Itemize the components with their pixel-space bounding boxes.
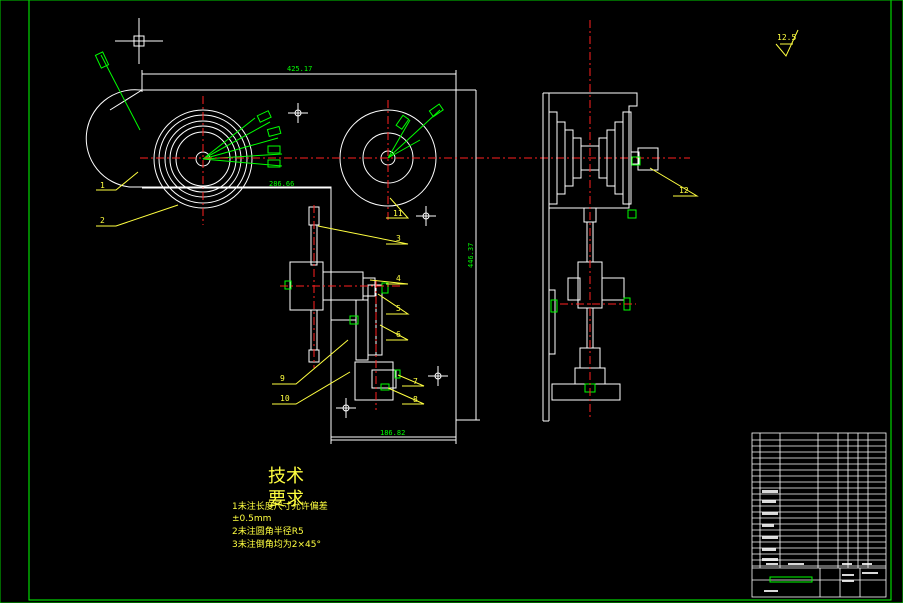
tech-title-line1: 技术: [268, 466, 304, 487]
callout-5: 5: [396, 304, 401, 313]
callout-12: 12: [679, 186, 689, 195]
callout-4: 4: [396, 274, 401, 283]
callout-7: 7: [413, 377, 418, 386]
title-block: [751, 432, 887, 598]
tech-title-line2: 要求: [268, 489, 304, 510]
callout-9: 9: [280, 374, 285, 383]
callout-8: 8: [413, 395, 418, 404]
callout-1: 1: [100, 181, 105, 190]
title-block-fills: [762, 490, 878, 592]
front-view: 425.17 286.66 446.37 186.82: [85, 51, 690, 444]
tech-requirements: 技术 要求 1未注长度尺寸允许偏差 ±0.5mm 2未注圆角半径R5 3未注倒角…: [232, 466, 328, 550]
dimension-height: 446.37: [467, 243, 475, 268]
dimension-inner-width: 286.66: [269, 180, 294, 188]
dimension-top-width: 425.17: [287, 65, 312, 73]
callout-leaders: [96, 167, 699, 405]
tech-note-2: ±0.5mm: [232, 514, 271, 524]
side-view: [542, 20, 659, 422]
callout-6: 6: [396, 330, 401, 339]
tech-note-4: 3未注倒角均为2×45°: [232, 538, 321, 550]
dimension-bottom-width: 186.82: [380, 429, 405, 437]
tech-note-3: 2未注圆角半径R5: [232, 525, 304, 537]
crosshair-marker: [115, 18, 163, 64]
roughness-symbol: [775, 29, 799, 57]
callout-labels: 1 2 3 4 5 6 7 8 9 10 11 12: [100, 181, 689, 404]
callout-2: 2: [100, 216, 105, 225]
title-block-green-field: [769, 576, 813, 583]
tech-note-1: 1未注长度尺寸允许偏差: [232, 500, 328, 512]
callout-3: 3: [396, 234, 401, 243]
roughness-value: 12.5: [777, 33, 796, 42]
callout-10: 10: [280, 394, 290, 403]
actuator-assembly: [289, 206, 397, 401]
callout-11: 11: [393, 209, 403, 218]
